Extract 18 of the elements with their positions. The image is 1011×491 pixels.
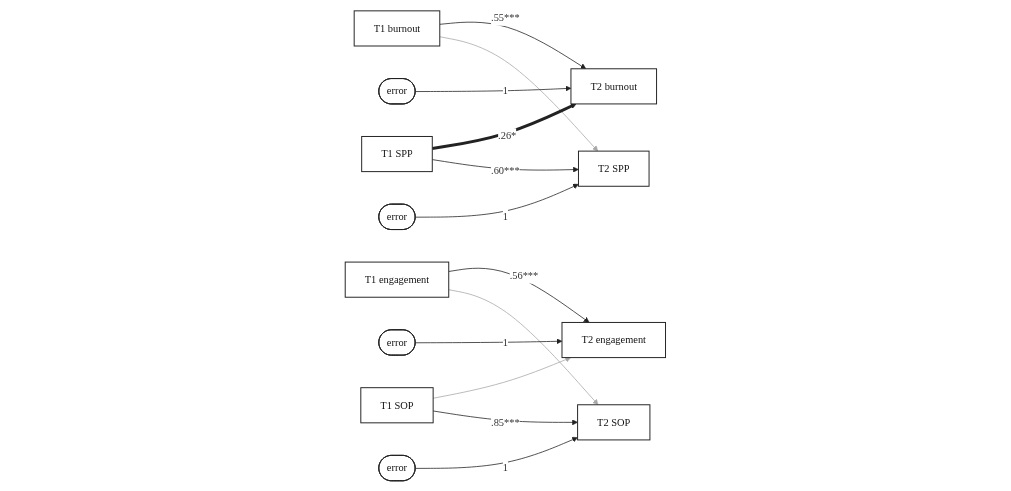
node-box: T1 burnout bbox=[353, 10, 441, 47]
node-box: T2 SOP bbox=[577, 404, 651, 441]
node-box: T2 SPP bbox=[578, 150, 650, 187]
edge-label: 1 bbox=[502, 462, 509, 474]
edge-label: .55*** bbox=[491, 12, 520, 24]
node-box: T2 engagement bbox=[561, 321, 667, 359]
edge-label: .85*** bbox=[491, 416, 520, 428]
node-box: T2 burnout bbox=[570, 68, 658, 105]
edge-label: 1 bbox=[502, 336, 509, 348]
node-box: T1 SOP bbox=[360, 387, 434, 424]
node-box: T1 engagement bbox=[344, 261, 450, 298]
node-box: T1 SPP bbox=[361, 136, 433, 173]
arrow bbox=[432, 103, 577, 150]
edge-label: .26* bbox=[498, 130, 517, 142]
edge-label: .60*** bbox=[491, 165, 520, 177]
edge-label: .56*** bbox=[509, 270, 539, 282]
edge-label: 1 bbox=[502, 211, 509, 223]
edge-label: 1 bbox=[502, 85, 509, 97]
